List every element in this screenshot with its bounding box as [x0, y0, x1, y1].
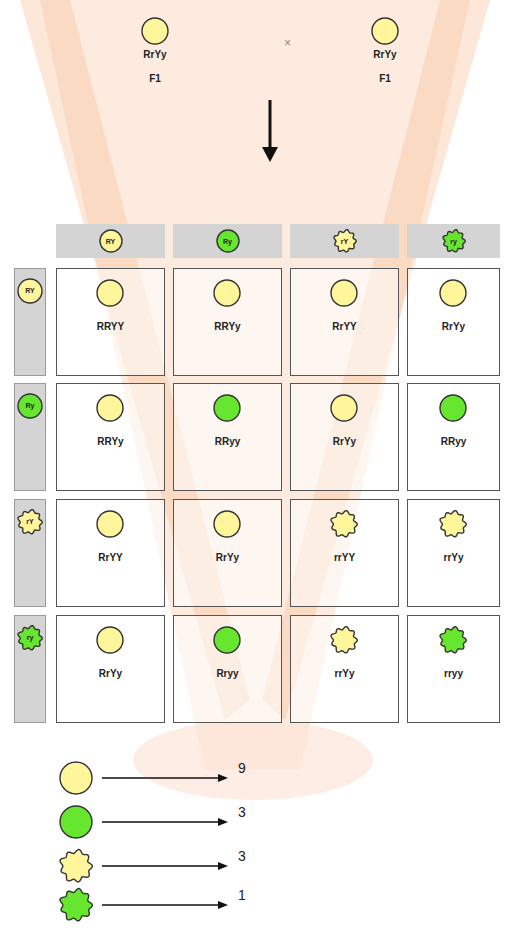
cross-symbol: ×	[284, 36, 291, 50]
round-pea	[210, 623, 244, 657]
parent-pea: RrYyF1	[120, 14, 190, 92]
gamete-label: Ry	[26, 401, 35, 410]
gamete-label: Ry	[223, 237, 232, 246]
genotype-label: RrYy	[216, 552, 239, 564]
gamete-label: ry	[450, 237, 457, 246]
ratio-number: 9	[238, 760, 246, 776]
round-pea	[93, 391, 127, 425]
round-pea	[327, 276, 361, 310]
round-pea	[93, 507, 127, 541]
genotype-label: rrYY	[334, 552, 355, 564]
punnett-cell: rryy	[407, 615, 500, 723]
gamete-label: RY	[106, 237, 115, 246]
gamete-header: Ry	[14, 383, 46, 491]
punnett-cell: Rryy	[173, 615, 282, 723]
punnett-cell: RRYY	[56, 268, 165, 376]
round-pea	[436, 276, 470, 310]
wrinkled-pea	[436, 507, 470, 541]
genotype-label: RrYY	[332, 321, 356, 333]
round-pea	[210, 276, 244, 310]
round-pea	[56, 802, 96, 842]
gamete-header: ry	[14, 615, 46, 723]
genotype-label: RrYy	[99, 668, 122, 680]
genotype-label: RrYy	[333, 436, 356, 448]
punnett-cell: RrYY	[56, 499, 165, 607]
round-pea	[138, 14, 172, 48]
genotype-label: RRYy	[97, 436, 123, 448]
ratio-number: 3	[238, 848, 246, 864]
round-pea	[210, 391, 244, 425]
ratio-number: 1	[238, 887, 246, 903]
punnett-cell: rrYy	[290, 615, 399, 723]
parent-pea: RrYyF1	[350, 14, 420, 92]
round-pea	[368, 14, 402, 48]
generation-label: F1	[379, 73, 391, 85]
round-pea	[436, 391, 470, 425]
round-pea	[56, 758, 96, 798]
round-pea	[210, 507, 244, 541]
gamete-label: rY	[26, 517, 33, 526]
punnett-cell: rrYy	[407, 499, 500, 607]
gamete-header: Ry	[173, 224, 282, 258]
punnett-cell: RrYy	[290, 383, 399, 491]
ratio-number: 3	[238, 804, 246, 820]
gamete-header: RY	[56, 224, 165, 258]
round-pea	[93, 623, 127, 657]
punnett-cell: RrYy	[173, 499, 282, 607]
gamete-header: rY	[14, 499, 46, 607]
wrinkled-pea	[436, 623, 470, 657]
genotype-label: Rryy	[216, 668, 238, 680]
genotype-label: RRyy	[441, 436, 467, 448]
gamete-header: ry	[407, 224, 500, 258]
genotype-label: RrYy	[373, 49, 396, 61]
round-pea	[327, 391, 361, 425]
gamete-header: RY	[14, 268, 46, 376]
wrinkled-pea	[56, 846, 96, 886]
genotype-label: RRYy	[214, 321, 240, 333]
gamete-label: ry	[27, 633, 34, 642]
genotype-label: rrYy	[334, 668, 354, 680]
genotype-label: RrYy	[442, 321, 465, 333]
punnett-cell: rrYY	[290, 499, 399, 607]
punnett-cell: RRYy	[56, 383, 165, 491]
wrinkled-pea	[327, 507, 361, 541]
punnett-cell: RRyy	[407, 383, 500, 491]
punnett-cell: RRYy	[173, 268, 282, 376]
genotype-label: rrYy	[443, 552, 463, 564]
punnett-cell: RRyy	[173, 383, 282, 491]
genotype-label: rryy	[444, 668, 463, 680]
punnett-cell: RrYy	[407, 268, 500, 376]
wrinkled-pea	[56, 885, 96, 925]
genotype-label: RrYY	[98, 552, 122, 564]
punnett-cell: RrYy	[56, 615, 165, 723]
genotype-label: RrYy	[143, 49, 166, 61]
punnett-cell: RrYY	[290, 268, 399, 376]
gamete-label: rY	[341, 237, 348, 246]
gamete-header: rY	[290, 224, 399, 258]
genotype-label: RRyy	[215, 436, 241, 448]
gamete-label: RY	[25, 286, 34, 295]
generation-label: F1	[149, 73, 161, 85]
round-pea	[93, 276, 127, 310]
genotype-label: RRYY	[97, 321, 124, 333]
wrinkled-pea	[327, 623, 361, 657]
